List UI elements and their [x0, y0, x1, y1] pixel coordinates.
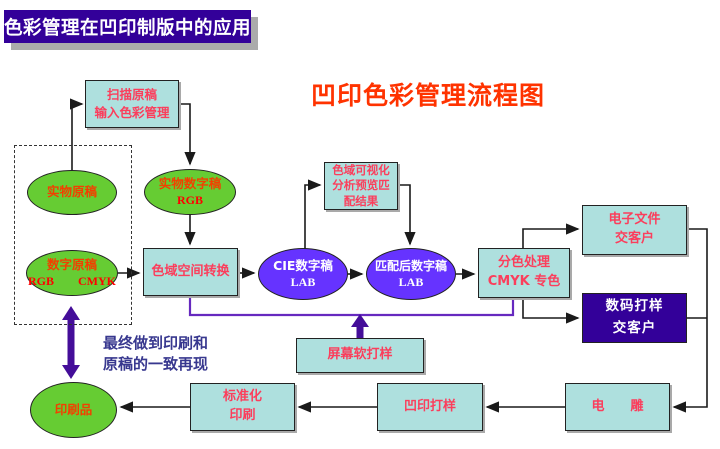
node-scan-line2: 输入色彩管理	[94, 105, 170, 120]
node-standard-print: 标准化 印刷	[190, 383, 295, 431]
originals-dashed-frame	[14, 145, 132, 325]
arrow-gamut-visualization-to-matched	[397, 184, 416, 246]
thick-double-arrow-head-up	[62, 306, 80, 320]
node-digital-original: 数字原稿 RGB CMYK	[26, 250, 118, 296]
node-physical-digital-line2: RGB	[176, 192, 203, 207]
node-color-separation: 分色处理 CMYK 专色	[478, 248, 570, 298]
node-electronic-file-line1: 电子文件	[608, 212, 661, 228]
node-matched-digital-line2: LAB	[398, 274, 424, 289]
node-matched-digital: 匹配后数字稿 LAB	[366, 248, 456, 300]
goal-annotation: 最终做到印刷和 原稿的一致再现	[103, 333, 208, 375]
node-physical-digital-line1: 实物数字稿	[158, 176, 222, 192]
goal-annotation-line2: 原稿的一致再现	[103, 355, 209, 373]
node-gamut-transform: 色域空间转换	[143, 248, 238, 296]
line-softproof-feedback	[188, 296, 515, 317]
arrow-separation-to-digital-proof	[522, 298, 580, 324]
node-gamut-transform-label: 色域空间转换	[151, 263, 230, 279]
node-physical-digital: 实物数字稿 RGB	[144, 169, 236, 215]
node-gamut-visualization-line1: 色域可视化	[332, 162, 390, 177]
arrow-physical-original-to-scan	[70, 98, 84, 170]
arrow-trunk-to-engraving	[672, 228, 708, 413]
node-gravure-proof-label: 凹印打样	[403, 398, 456, 414]
node-soft-proof-label: 屏幕软打样	[327, 347, 393, 363]
node-color-separation-line1: 分色处理	[497, 255, 550, 271]
node-digital-proof: 数码打样 交客户	[582, 293, 687, 343]
node-gravure-proof: 凹印打样	[377, 383, 483, 431]
node-cie-digital-line2: LAB	[290, 274, 316, 289]
node-print-product-label: 印刷品	[54, 401, 93, 417]
node-gamut-visualization-line3: 配结果	[343, 193, 379, 208]
node-electronic-file-line2: 交客户	[614, 231, 654, 246]
arrow-scan-to-physical-digital	[179, 103, 196, 166]
node-color-separation-line2: CMYK 专色	[487, 274, 561, 289]
node-physical-original-label: 实物原稿	[46, 184, 97, 200]
node-cie-digital-line1: CIE数字稿	[273, 258, 333, 274]
node-matched-digital-line1: 匹配后数字稿	[374, 259, 447, 274]
node-gamut-visualization-line2: 分析预览匹	[332, 178, 390, 193]
node-cie-digital: CIE数字稿 LAB	[258, 248, 348, 300]
node-digital-proof-line2: 交客户	[612, 320, 657, 336]
node-gamut-visualization: 色域可视化 分析预览匹 配结果	[324, 162, 398, 210]
node-print-product: 印刷品	[30, 382, 117, 438]
node-soft-proof: 屏幕软打样	[296, 338, 424, 373]
node-scan-line1: 扫描原稿	[106, 86, 157, 102]
node-electronic-file: 电子文件 交客户	[582, 205, 687, 255]
arrow-cie-to-gamut-visualization	[304, 179, 322, 249]
node-scan: 扫描原稿 输入色彩管理	[85, 80, 179, 128]
goal-annotation-line1: 最终做到印刷和	[103, 334, 209, 352]
thick-arrow-softproof-head	[351, 314, 369, 327]
node-digital-original-line1: 数字原稿	[46, 257, 97, 273]
slide-title-bar: 色彩管理在凹印制版中的应用	[4, 10, 251, 43]
node-digital-proof-line1: 数码打样	[605, 298, 664, 315]
node-standard-print-line2: 印刷	[229, 408, 256, 423]
node-engraving-label: 电 雕	[591, 398, 644, 414]
slide-title: 色彩管理在凹印制版中的应用	[4, 17, 252, 39]
thick-double-arrow-head-down	[62, 365, 80, 379]
node-standard-print-line1: 标准化	[222, 389, 262, 405]
node-digital-original-line2: RGB CMYK	[28, 273, 116, 288]
node-physical-original: 实物原稿	[27, 170, 117, 215]
diagram-title: 凹印色彩管理流程图	[311, 81, 546, 110]
node-engraving: 电 雕	[565, 383, 670, 431]
arrow-separation-to-electronic-file	[522, 223, 580, 248]
